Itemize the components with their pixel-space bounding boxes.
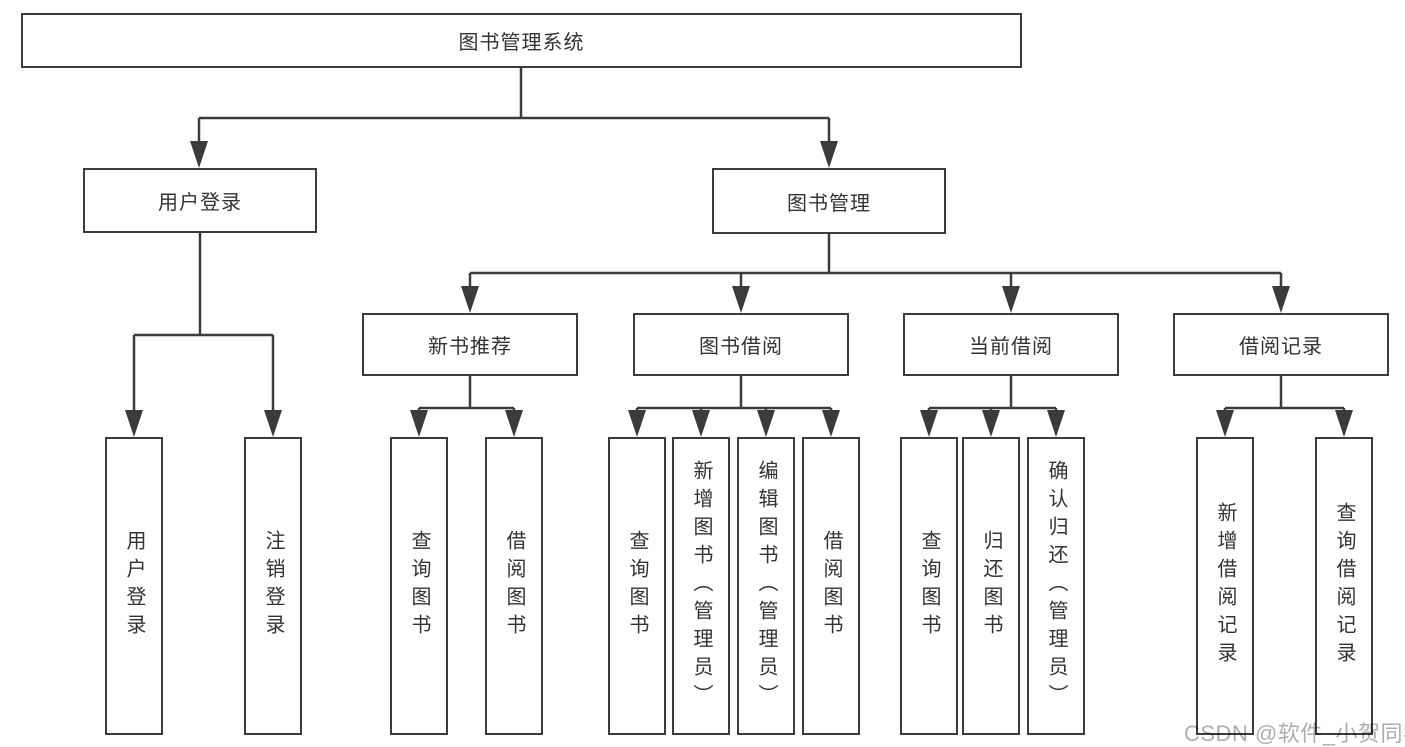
arrowhead	[820, 141, 838, 168]
connector-records-to-leaves	[1223, 376, 1346, 411]
connector-recommend-to-leaves	[417, 376, 516, 411]
connector-borrow-to-leaves	[635, 376, 833, 411]
node-label: 借阅记录	[1239, 336, 1323, 358]
node-label: 查询借阅记录	[1333, 502, 1355, 670]
node-label: 新增借阅记录	[1214, 502, 1236, 670]
arrowhead	[692, 410, 710, 437]
leaf-logout: 注销登录	[244, 437, 302, 735]
leaf-confirm-return-admin: 确认归还（管理员）	[1027, 437, 1085, 735]
leaf-edit-book-admin: 编辑图书（管理员）	[737, 437, 795, 735]
node-label: 编辑图书（管理员）	[755, 460, 777, 712]
node-book-management: 图书管理	[712, 168, 946, 234]
node-label: 查询图书	[626, 530, 648, 642]
arrowhead	[1335, 410, 1353, 437]
node-label: 查询图书	[408, 530, 430, 642]
node-label: 归还图书	[980, 530, 1002, 642]
leaf-query-books-current: 查询图书	[900, 437, 958, 735]
arrowhead	[732, 286, 750, 313]
leaf-query-books-recommend: 查询图书	[390, 437, 448, 735]
node-label: 借阅图书	[503, 530, 525, 642]
leaf-borrow-books-recommend: 借阅图书	[485, 437, 543, 735]
arrowhead	[1272, 286, 1290, 313]
arrowhead	[125, 410, 143, 437]
node-label: 新增图书（管理员）	[690, 460, 712, 712]
leaf-query-books-borrow: 查询图书	[608, 437, 666, 735]
node-label: 查询图书	[918, 530, 940, 642]
leaf-query-borrow-record: 查询借阅记录	[1315, 437, 1373, 735]
leaf-return-books: 归还图书	[962, 437, 1020, 735]
connector-current-to-leaves	[927, 376, 1058, 411]
leaf-add-book-admin: 新增图书（管理员）	[672, 437, 730, 735]
arrowhead	[505, 410, 523, 437]
node-label: 当前借阅	[969, 336, 1053, 358]
leaf-add-borrow-record: 新增借阅记录	[1196, 437, 1254, 735]
node-label: 图书借阅	[699, 336, 783, 358]
csdn-watermark: CSDN @软件_小贺同学	[1184, 721, 1405, 746]
connector-root-to-level2	[197, 67, 831, 142]
node-root-library-system: 图书管理系统	[21, 13, 1022, 68]
node-current-borrow: 当前借阅	[903, 313, 1119, 376]
node-user-login: 用户登录	[83, 168, 317, 233]
node-label: 新书推荐	[428, 336, 512, 358]
node-label: 确认归还（管理员）	[1045, 460, 1067, 712]
arrowhead	[410, 410, 428, 437]
node-new-book-recommend: 新书推荐	[362, 313, 578, 376]
node-label: 图书管理系统	[458, 32, 585, 54]
arrowhead	[1002, 286, 1020, 313]
arrowhead	[264, 410, 282, 437]
arrowhead	[982, 410, 1000, 437]
arrowhead	[1047, 410, 1065, 437]
connector-mgmt-to-level3	[468, 234, 1283, 287]
node-label: 注销登录	[262, 530, 284, 642]
node-label: 图书管理	[787, 192, 871, 215]
arrowhead	[190, 141, 208, 168]
arrowhead	[628, 410, 646, 437]
node-book-borrow: 图书借阅	[633, 313, 849, 376]
node-borrow-records: 借阅记录	[1173, 313, 1389, 376]
node-label: 借阅图书	[820, 530, 842, 642]
arrowhead	[1216, 410, 1234, 437]
node-label: 用户登录	[158, 192, 242, 214]
arrowhead	[461, 286, 479, 313]
node-label: 用户登录	[123, 530, 145, 642]
arrowhead	[822, 410, 840, 437]
leaf-borrow-books-borrow: 借阅图书	[802, 437, 860, 735]
connector-login-to-leaves	[132, 233, 275, 411]
arrowhead	[757, 410, 775, 437]
arrowhead	[920, 410, 938, 437]
leaf-user-login: 用户登录	[105, 437, 163, 735]
